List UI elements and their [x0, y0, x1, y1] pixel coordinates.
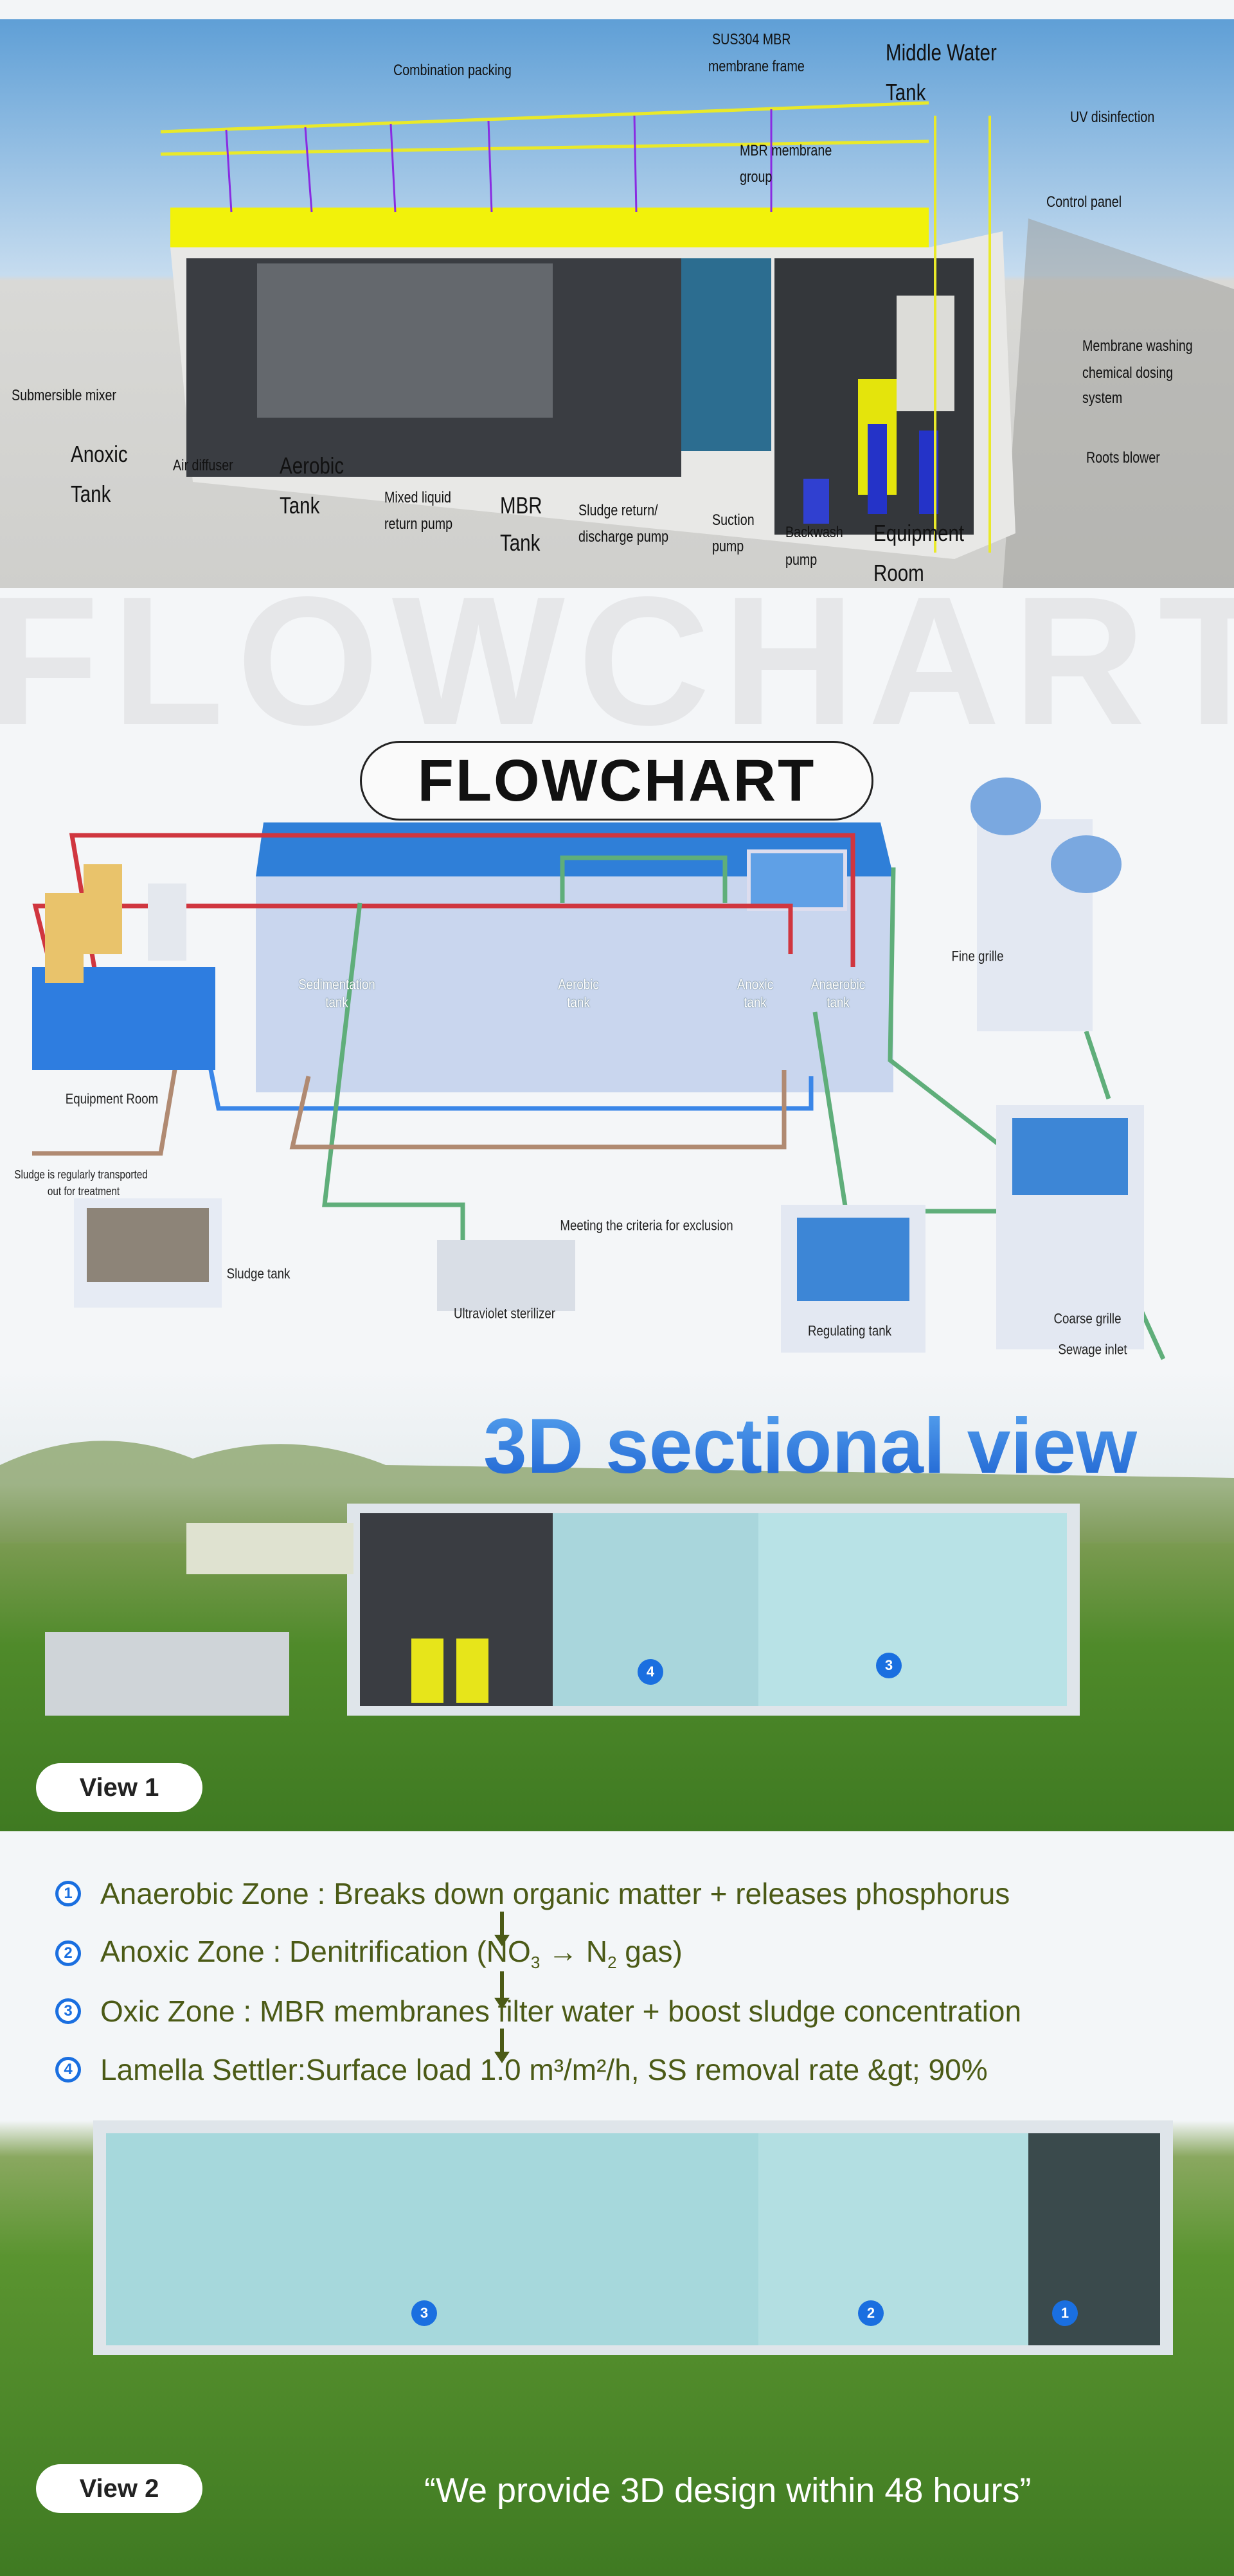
label-mixed-line2: return pump: [384, 515, 453, 533]
view1-illustration: [0, 1441, 1234, 1716]
label-combination-packing: Combination packing: [393, 62, 512, 79]
label-sludge-line2: discharge pump: [578, 528, 669, 546]
flowchart-body: Sedimentation tank Aerobic tank Anoxic t…: [0, 646, 1234, 1369]
zone-text-4: Lamella Settler:Surface load 1.0 m³/m²/h…: [100, 2053, 988, 2086]
view2-badge: View 2: [36, 2464, 202, 2513]
flowchart-watermark: FLOWCHART: [0, 588, 1234, 763]
view1-badge: View 1: [36, 1763, 202, 1812]
zone-text-1: Anaerobic Zone : Breaks down organic mat…: [100, 1877, 1010, 1910]
label-backwash-line1: Backwash: [785, 524, 843, 541]
zone-item-1: 1 Anaerobic Zone : Breaks down organic ma…: [55, 1876, 1010, 1911]
label-sewage-inlet: Sewage inlet: [1058, 1341, 1127, 1358]
label-equipment-room: Equipment Room: [65, 1090, 159, 1107]
design-quote: “We provide 3D design within 48 hours”: [424, 2471, 1032, 2510]
label-control-panel: Control panel: [1046, 193, 1122, 211]
view1-section: 4 3 3D sectional view View 1: [0, 1369, 1234, 1831]
view1-title: 3D sectional view: [483, 1402, 1138, 1489]
zone-number-1: 1: [55, 1881, 81, 1906]
zone-number-2: 2: [55, 1941, 81, 1966]
label-submersible-mixer: Submersible mixer: [12, 387, 116, 404]
view2-marker-3: 3: [420, 2305, 429, 2321]
label-aerobic-line1: Aerobic: [280, 452, 344, 479]
label-anaerobic-tank: Anaerobic tank: [810, 976, 866, 1011]
label-sludge-line1: Sludge return/: [578, 502, 658, 519]
container-illustration: [160, 101, 1234, 588]
zones-section: 1 Anaerobic Zone : Breaks down organic ma…: [0, 1831, 1234, 2120]
label-sludge-tank: Sludge tank: [226, 1265, 291, 1282]
label-air-diffuser: Air diffuser: [173, 457, 233, 474]
label-mbr-line2: Tank: [500, 529, 541, 556]
label-anoxic-line2: Tank: [71, 481, 111, 507]
label-uv-disinfection: UV disinfection: [1070, 109, 1155, 126]
label-aerobic-line2: Tank: [280, 492, 320, 519]
label-fine-grille: Fine grille: [951, 948, 1004, 964]
flowchart-diagram: [32, 777, 1166, 1360]
label-middle-water-line1: Middle Water: [886, 39, 997, 66]
arrow-down-icon: [494, 1912, 510, 1946]
label-equipment-line1: Equipment: [873, 520, 965, 546]
label-coarse-grille: Coarse grille: [1053, 1310, 1122, 1327]
zone-text-2-sub-3: 3: [530, 1953, 541, 1973]
label-anoxic-tank: Anoxic tank: [737, 976, 774, 1011]
view2-marker-1: 1: [1060, 2305, 1069, 2321]
arrow-down-icon: [494, 2029, 510, 2063]
label-regulating-tank: Regulating tank: [808, 1322, 891, 1339]
label-mbr-line1: MBR: [500, 492, 542, 519]
view2-illustration: [93, 2120, 1173, 2355]
label-washing-line2: chemical dosing: [1082, 364, 1174, 382]
label-aerobic-tank: Aerobic tank: [558, 976, 599, 1011]
label-sludge-transport-line1: Sludge is regularly transported: [14, 1168, 148, 1182]
zone-item-3: 3 Oxic Zone : MBR membranes filter water …: [55, 1994, 1021, 2029]
label-suction-line1: Suction: [712, 511, 755, 529]
equipment-render-section: Combination packing SUS304 MBR membrane …: [0, 19, 1234, 588]
label-roots-blower: Roots blower: [1086, 449, 1160, 466]
arrow-down-icon: [494, 1971, 510, 2009]
view2-section: 3 2 1 View 2 “We provide 3D design withi…: [0, 2120, 1234, 2576]
label-sludge-transport-line2: out for treatment: [47, 1185, 120, 1198]
zone-text-2-mid: → N: [540, 1934, 608, 1968]
label-washing-line3: system: [1082, 389, 1123, 407]
label-meeting-criteria: Meeting the criteria for exclusion: [560, 1217, 733, 1234]
view1-marker-3: 3: [884, 1657, 893, 1673]
zone-text-2-sub-2: 2: [607, 1953, 617, 1973]
label-sus304-line1: SUS304 MBR: [712, 31, 791, 48]
label-mixed-line1: Mixed liquid: [384, 489, 451, 506]
zone-text-2: Anoxic Zone : Denitrification (NO: [100, 1934, 531, 1968]
label-mbr-group-line2: group: [740, 168, 773, 186]
zone-text-3: Oxic Zone : MBR membranes filter water +…: [100, 1994, 1022, 2028]
flowchart-section: FLOWCHART FLOWCHART Sedimentation tank A…: [0, 588, 1234, 1369]
flowchart-title: FLOWCHART: [360, 741, 873, 821]
label-backwash-line2: pump: [785, 551, 818, 569]
label-middle-water-line2: Tank: [886, 79, 926, 105]
label-mbr-group-line1: MBR membrane: [740, 142, 832, 159]
label-sedimentation-tank: Sedimentation tank: [298, 976, 375, 1011]
view2-marker-2: 2: [866, 2305, 875, 2321]
zone-number-3: 3: [55, 1998, 81, 2024]
view1-marker-4: 4: [646, 1664, 655, 1680]
zone-item-4: 4 Lamella Settler:Surface load 1.0 m³/m²/…: [55, 2052, 988, 2087]
label-equipment-line2: Room: [873, 560, 924, 586]
label-uv-sterilizer: Ultraviolet sterilizer: [454, 1305, 555, 1322]
label-sus304-line2: membrane frame: [708, 58, 805, 75]
label-anoxic-line1: Anoxic: [71, 441, 128, 467]
label-suction-line2: pump: [712, 538, 744, 555]
zone-number-4: 4: [55, 2057, 81, 2083]
zone-text-2-end: gas): [616, 1934, 683, 1968]
label-washing-line1: Membrane washing: [1082, 337, 1193, 355]
